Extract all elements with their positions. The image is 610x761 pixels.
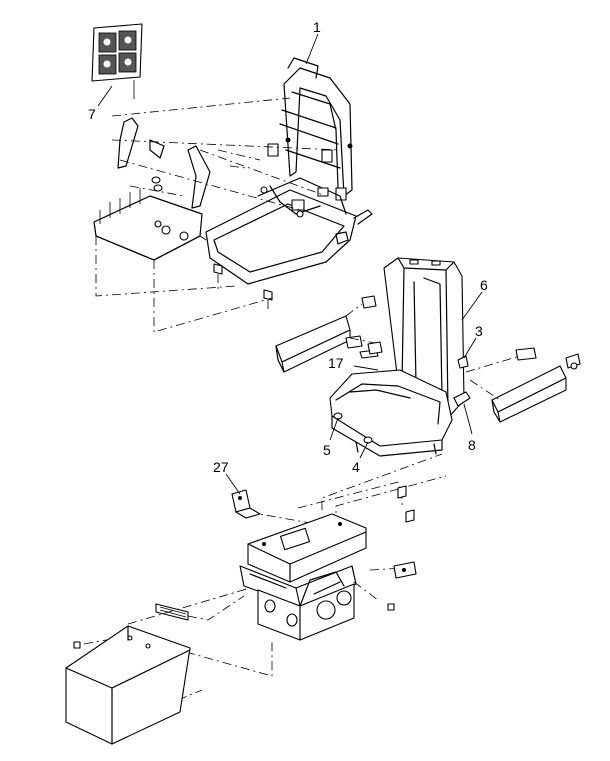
callout-7: 7 [88,106,96,122]
bracket-27 [231,489,261,519]
armrest-right [465,347,581,423]
instruction-decal [91,23,143,99]
callout-3: 3 [475,323,483,339]
callout-8: 8 [468,437,476,453]
callout-27: 27 [213,459,229,475]
callout-6: 6 [480,277,488,293]
seat-pan-parts [93,117,211,261]
callout-5: 5 [323,442,331,458]
callout-4: 4 [352,459,360,475]
callout-17: 17 [328,355,344,371]
trim-strip [155,603,189,621]
callout-leaders [97,33,483,495]
seat-frame [205,57,373,312]
suspension-base [239,513,417,641]
seat-assembly [329,257,471,457]
assembly-lines-upper [95,97,341,333]
callout-1: 1 [313,19,321,35]
armrest-left [275,295,381,373]
storage-box [65,625,191,745]
